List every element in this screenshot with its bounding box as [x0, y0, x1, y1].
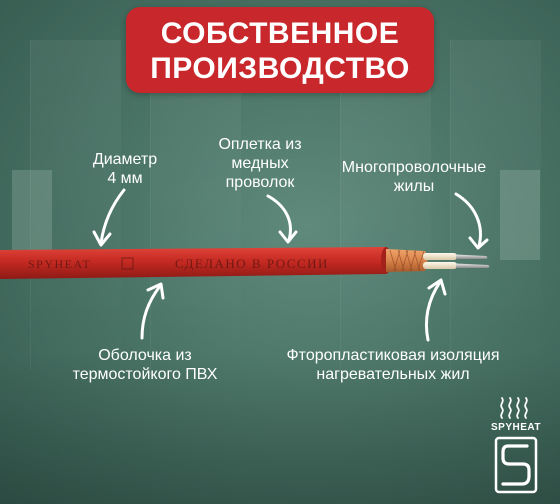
header-title-line1: СОБСТВЕННОЕ: [160, 17, 400, 50]
label-braid: Оплетка из медных проволок: [200, 135, 320, 192]
arrow-sheath: [140, 282, 165, 340]
cable-braid: [386, 249, 428, 272]
arrow-strands: [454, 192, 489, 250]
cable-wires: [456, 254, 490, 268]
logo-s-mark: [494, 436, 538, 494]
label-insulation-line1: Фторопластиковая изоляция: [286, 347, 500, 364]
label-strands-line2: жилы: [393, 178, 435, 195]
background-wall-panel: [150, 40, 241, 370]
label-strands-line1: Многопроволочные: [341, 159, 487, 176]
background-wall-panel: [340, 40, 431, 370]
spyheat-logo: SPYHEAT: [488, 396, 544, 496]
label-braid-line3: проволок: [225, 174, 295, 191]
background-window: [12, 170, 52, 260]
cable-print-logo-box: [121, 257, 134, 270]
heat-waves-icon: [500, 397, 528, 419]
logo-text: SPYHEAT: [491, 422, 541, 433]
background-floor: [0, 354, 560, 504]
label-sheath: Оболочка из термостойкого ПВХ: [60, 346, 230, 384]
background-window: [500, 170, 540, 260]
background-wall-panel: [450, 40, 541, 370]
header-title-line2: ПРОИЗВОДСТВО: [150, 52, 410, 85]
cable-brand-print: SPYHEAT: [28, 257, 91, 271]
label-strands: Многопроволочные жилы: [328, 158, 500, 196]
cable-made-in-print: СДЕЛАНО В РОССИИ: [175, 256, 329, 271]
cable-insulation: [423, 253, 457, 269]
header-banner: СОБСТВЕННОЕ ПРОИЗВОДСТВО: [126, 7, 434, 93]
label-sheath-line1: Оболочка из: [98, 347, 192, 364]
label-diameter-line2: 4 мм: [107, 170, 143, 187]
arrow-insulation: [425, 278, 447, 342]
label-diameter-line1: Диаметр: [92, 151, 158, 168]
label-braid-line1: Оплетка из: [218, 136, 302, 153]
arrow-braid: [266, 194, 298, 244]
label-diameter: Диаметр 4 мм: [70, 150, 180, 188]
background-wall-panel: [30, 40, 121, 370]
label-insulation-line2: нагревательных жил: [316, 366, 470, 383]
arrow-diameter: [92, 188, 126, 247]
label-braid-line2: медных: [231, 155, 289, 172]
label-insulation: Фторопластиковая изоляция нагревательных…: [265, 346, 521, 384]
label-sheath-line2: термостойкого ПВХ: [72, 366, 218, 383]
